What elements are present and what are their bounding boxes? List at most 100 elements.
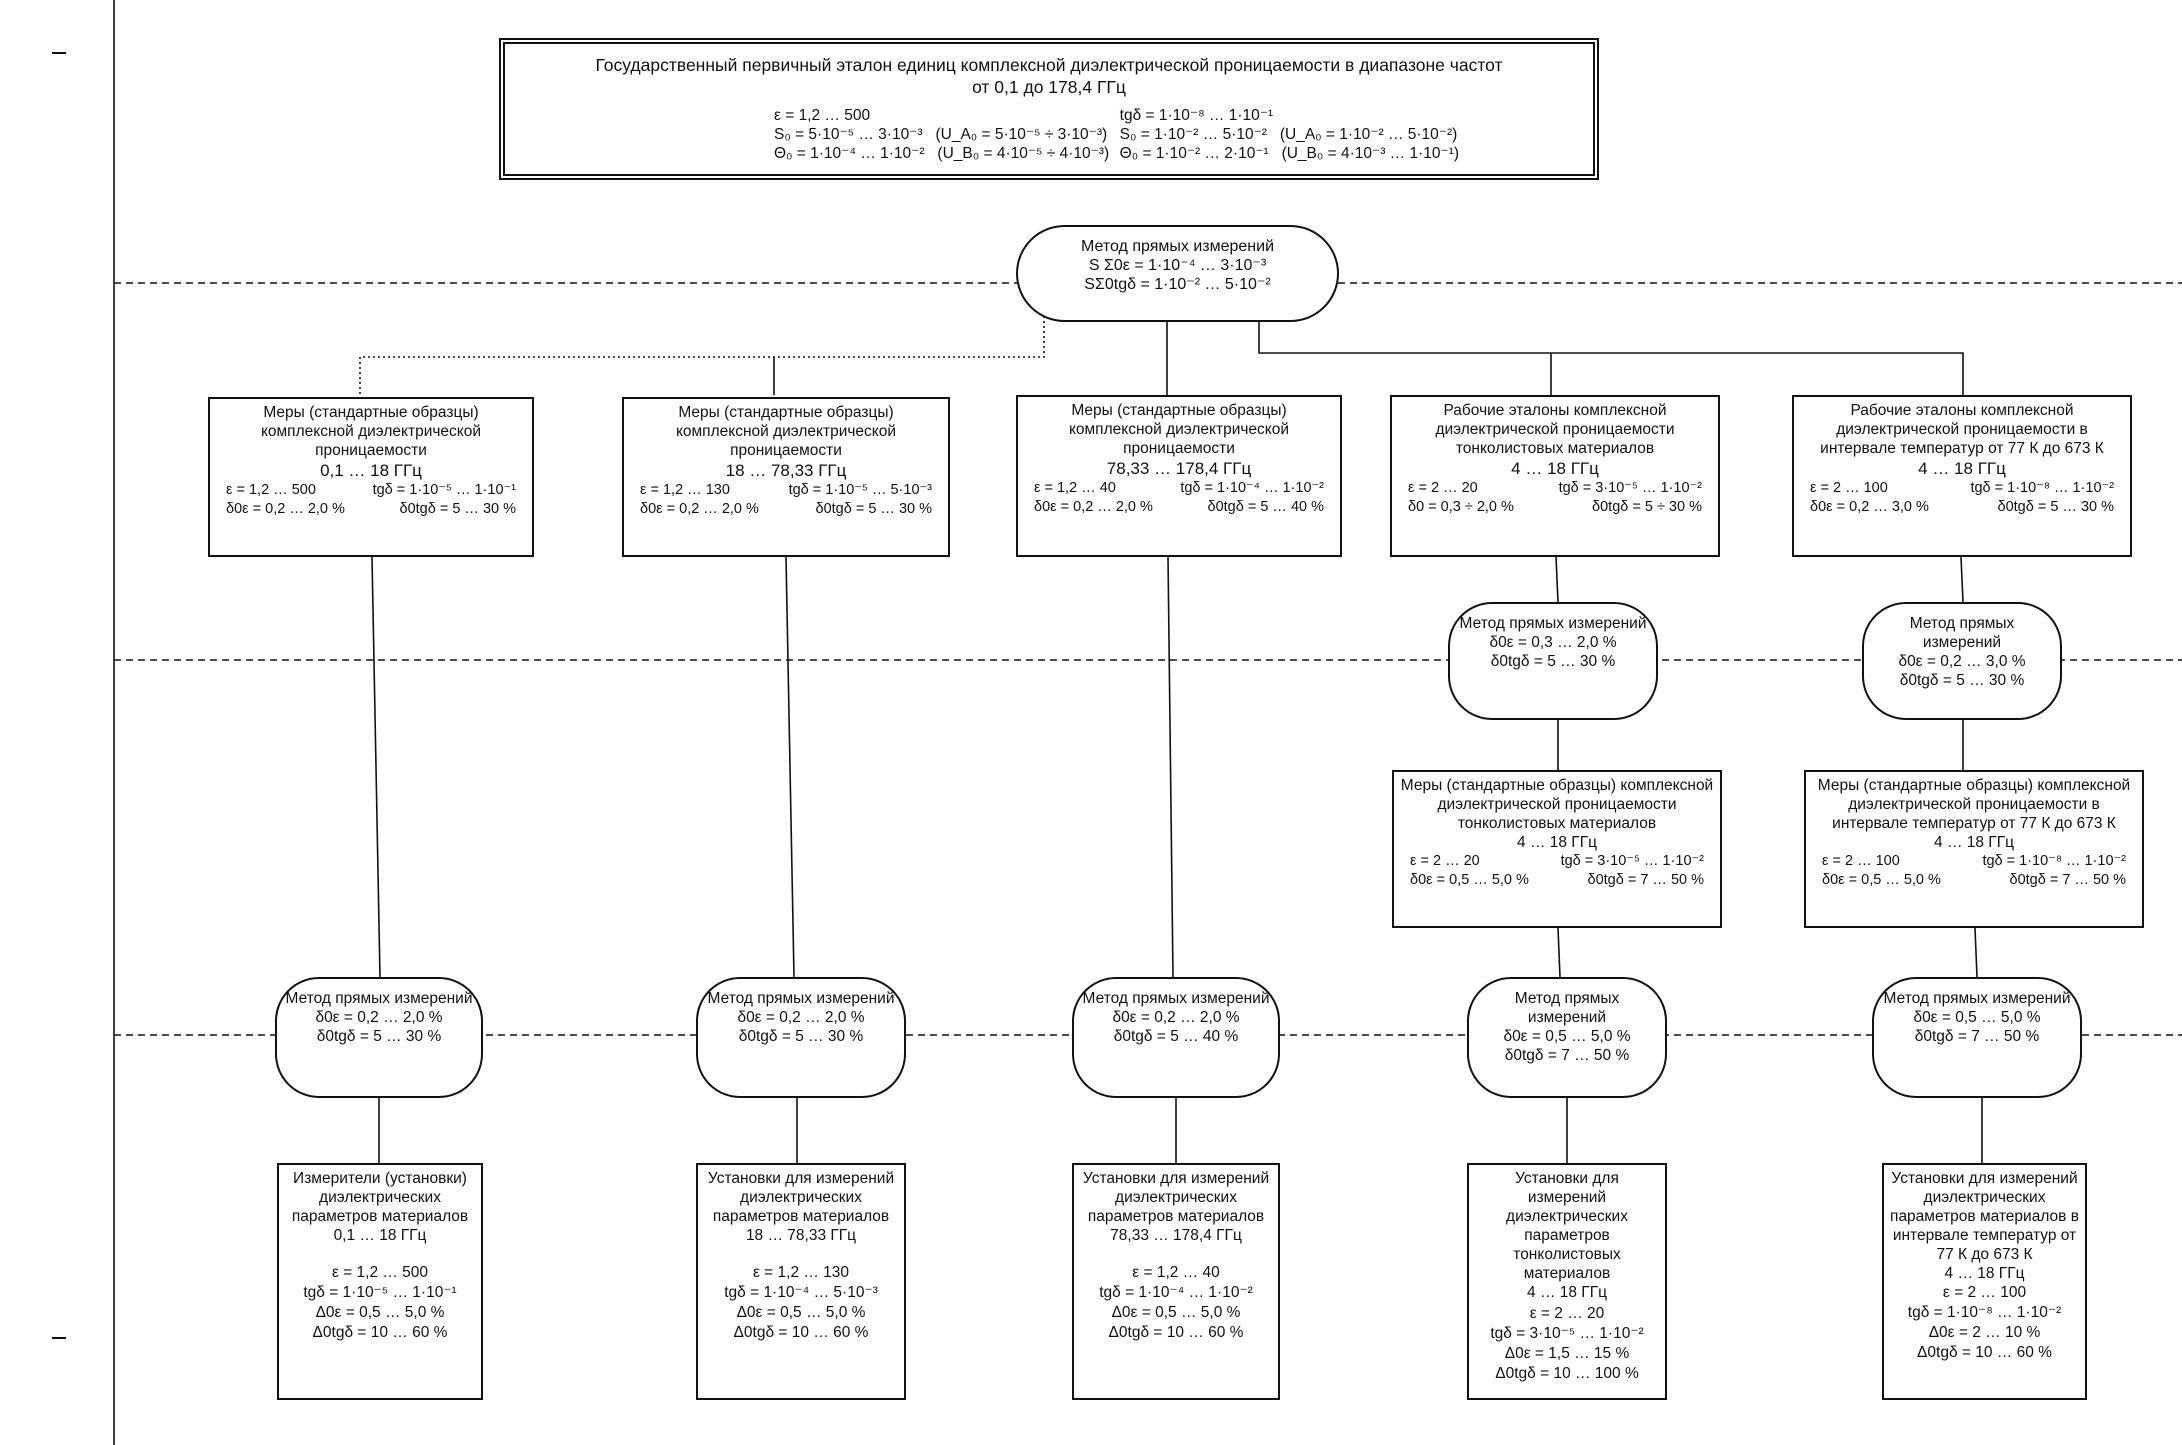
box-frequency-range: 18 … 78,33 ГГц bbox=[725, 461, 847, 480]
method-param-1: δ0ε = 0,2 … 2,0 % bbox=[1112, 1009, 1240, 1026]
method-node: Метод прямых измерений δ0ε = 0,5 … 5,0 %… bbox=[1872, 977, 2082, 1098]
connector bbox=[1960, 556, 1964, 603]
method-param-2: δ0tgδ = 5 … 40 % bbox=[1113, 1028, 1239, 1045]
method-node: Метод прямых измерений δ0ε = 0,2 … 2,0 %… bbox=[275, 977, 483, 1098]
param-eps: ε = 1,2 … 40 bbox=[1132, 1264, 1220, 1281]
method-param-2: δ0tgδ = 5 … 30 % bbox=[1899, 672, 2025, 689]
param-eps: ε = 2 … 20 bbox=[1408, 480, 1478, 496]
param-s0-uncertainty: (U_A₀ = 5·10⁻⁵ ÷ 3·10⁻³) bbox=[935, 126, 1108, 143]
instrument-box: Установки для измерений диэлектрических … bbox=[1072, 1163, 1280, 1400]
param-error-tg: Δ0tgδ = 10 … 60 % bbox=[733, 1324, 869, 1341]
instrument-box: Измерители (установки) диэлектрических п… bbox=[277, 1163, 483, 1400]
instrument-box: Установки для измерений диэлектрических … bbox=[696, 1163, 906, 1400]
method-param-2: δ0tgδ = 5 … 30 % bbox=[316, 1028, 442, 1045]
param-delta-tg: δ0tgδ = 5 ÷ 30 % bbox=[1592, 499, 1702, 515]
param-delta-eps: δ0ε = 0,5 … 5,0 % bbox=[1410, 872, 1529, 888]
margin-mark bbox=[52, 52, 66, 54]
param-theta0-uncertainty: (U_B₀ = 4·10⁻³ … 1·10⁻¹) bbox=[1281, 145, 1459, 162]
param-error-tg: Δ0tgδ = 10 … 60 % bbox=[1108, 1324, 1244, 1341]
box-frequency-range: 18 … 78,33 ГГц bbox=[745, 1227, 857, 1244]
param-s0-value: S₀ = 5·10⁻⁵ … 3·10⁻³ bbox=[774, 126, 923, 143]
box-param-row: δ0ε = 0,2 … 3,0 % δ0tgδ = 5 … 30 % bbox=[1800, 498, 2124, 517]
working-standard-box: Рабочие эталоны комплексной диэлектричес… bbox=[1792, 395, 2132, 557]
method-param-1: δ0ε = 0,3 … 2,0 % bbox=[1489, 634, 1617, 651]
box-heading: Меры (стандартные образцы) комплексной д… bbox=[1068, 402, 1290, 457]
box-frequency-range: 4 … 18 ГГц bbox=[1944, 1265, 2025, 1282]
param-eps: ε = 1,2 … 130 bbox=[752, 1264, 850, 1281]
reference-measures-box: Меры (стандартные образцы) комплексной д… bbox=[1016, 395, 1342, 557]
box-frequency-range: 4 … 18 ГГц bbox=[1934, 834, 2014, 851]
param-s0-value: S₀ = 1·10⁻² … 5·10⁻² bbox=[1119, 126, 1267, 143]
box-param-row: ε = 2 … 20 tgδ = 3·10⁻⁵ … 1·10⁻² bbox=[1398, 479, 1712, 498]
param-theta0-value: Θ₀ = 1·10⁻² … 2·10⁻¹ bbox=[1119, 145, 1269, 162]
method-node: Метод прямых измерений δ0ε = 0,2 … 3,0 %… bbox=[1862, 602, 2062, 720]
connector bbox=[371, 556, 381, 978]
param-s0: S₀ = 1·10⁻² … 5·10⁻² (U_A₀ = 1·10⁻² … 5·… bbox=[1120, 125, 1459, 144]
instrument-box: Установки для измерений диэлектрических … bbox=[1467, 1163, 1667, 1400]
param-theta0: Θ₀ = 1·10⁻² … 2·10⁻¹ (U_B₀ = 4·10⁻³ … 1·… bbox=[1120, 144, 1459, 163]
box-heading: Рабочие эталоны комплексной диэлектричес… bbox=[1435, 402, 1675, 457]
method-node: Метод прямых измерений δ0ε = 0,2 … 2,0 %… bbox=[1072, 977, 1280, 1098]
param-s0: S₀ = 5·10⁻⁵ … 3·10⁻³ (U_A₀ = 5·10⁻⁵ ÷ 3·… bbox=[774, 125, 1109, 144]
primary-standard-eps-column: ε = 1,2 … 500 S₀ = 5·10⁻⁵ … 3·10⁻³ (U_A₀… bbox=[774, 106, 1109, 163]
primary-standard-params: ε = 1,2 … 500 S₀ = 5·10⁻⁵ … 3·10⁻³ (U_A₀… bbox=[519, 98, 1579, 163]
param-eps: ε = 2 … 20 bbox=[1410, 853, 1480, 869]
reference-measures-box: Меры (стандартные образцы) комплексной д… bbox=[1392, 770, 1722, 928]
param-error-eps: Δ0ε = 1,5 … 15 % bbox=[1504, 1345, 1630, 1362]
param-tg: tgδ = 1·10⁻⁴ … 1·10⁻² bbox=[1180, 480, 1324, 496]
method-title: Метод прямых измерений bbox=[1909, 615, 2015, 651]
box-param-row: δ0ε = 0,2 … 2,0 %δ0tgδ = 5 … 40 % bbox=[1024, 498, 1334, 517]
method-param-2: δ0tgδ = 5 … 30 % bbox=[738, 1028, 864, 1045]
param-eps: ε = 1,2 … 500 bbox=[331, 1264, 429, 1281]
instrument-params: ε = 1,2 … 40 tgδ = 1·10⁻⁴ … 1·10⁻² Δ0ε =… bbox=[1080, 1263, 1272, 1343]
param-error-eps: Δ0ε = 2 … 10 % bbox=[1928, 1324, 2041, 1341]
param-eps: ε = 2 … 20 bbox=[1529, 1305, 1605, 1322]
method-param-2: δ0tgδ = 7 … 50 % bbox=[1504, 1047, 1630, 1064]
method-param-1: S Σ0ε = 1·10⁻⁴ … 3·10⁻³ bbox=[1088, 257, 1267, 274]
box-frequency-range: 4 … 18 ГГц bbox=[1527, 1284, 1607, 1301]
param-error-tg: Δ0tgδ = 10 … 60 % bbox=[1917, 1344, 2052, 1361]
param-delta-tg: δ0tgδ = 5 … 30 % bbox=[815, 501, 933, 517]
box-frequency-range: 0,1 … 18 ГГц bbox=[320, 461, 422, 480]
param-theta0-value: Θ₀ = 1·10⁻⁴ … 1·10⁻² bbox=[774, 145, 925, 162]
param-delta-eps: δ0ε = 0,2 … 3,0 % bbox=[1810, 499, 1929, 515]
connector bbox=[1974, 927, 1978, 978]
box-heading: Меры (стандартные образцы) комплексной д… bbox=[1817, 777, 2131, 832]
box-param-row: δ0ε = 0,2 … 2,0 %δ0tgδ = 5 … 30 % bbox=[216, 500, 526, 519]
method-param-1: δ0ε = 0,5 … 5,0 % bbox=[1503, 1028, 1631, 1045]
param-error-eps: Δ0ε = 0,5 … 5,0 % bbox=[1111, 1304, 1241, 1321]
param-eps: ε = 1,2 … 40 bbox=[1034, 480, 1116, 496]
param-delta-eps: δ0 = 0,3 ÷ 2,0 % bbox=[1408, 499, 1514, 515]
box-heading: Меры (стандартные образцы) комплексной д… bbox=[675, 404, 897, 459]
method-param-1: δ0ε = 0,2 … 3,0 % bbox=[1898, 653, 2026, 670]
param-eps: ε = 1,2 … 130 bbox=[640, 482, 730, 498]
method-node: Метод прямых измерений δ0ε = 0,5 … 5,0 %… bbox=[1467, 977, 1667, 1098]
connector bbox=[1258, 306, 1964, 395]
connector bbox=[1555, 556, 1559, 603]
method-title: Метод прямых измерений bbox=[1883, 990, 2071, 1007]
connector bbox=[359, 306, 1045, 398]
param-theta0-uncertainty: (U_B₀ = 4·10⁻⁵ ÷ 4·10⁻³) bbox=[937, 145, 1110, 162]
param-delta-eps: δ0ε = 0,5 … 5,0 % bbox=[1822, 872, 1941, 888]
reference-measures-box: Меры (стандартные образцы) комплексной д… bbox=[1804, 770, 2144, 928]
box-param-row: ε = 1,2 … 40 tgδ = 1·10⁻⁴ … 1·10⁻² bbox=[1024, 479, 1334, 498]
box-param-row: δ0ε = 0,2 … 2,0 %δ0tgδ = 5 … 30 % bbox=[630, 500, 942, 519]
reference-measures-box: Меры (стандартные образцы) комплексной д… bbox=[622, 397, 950, 557]
root-method-node: Метод прямых измерений S Σ0ε = 1·10⁻⁴ … … bbox=[1016, 225, 1339, 322]
param-error-eps: Δ0ε = 0,5 … 5,0 % bbox=[736, 1304, 866, 1321]
param-tg: tgδ = 1·10⁻⁸ … 1·10⁻¹ bbox=[1119, 107, 1274, 124]
instrument-params: ε = 2 … 100 tgδ = 1·10⁻⁸ … 1·10⁻² Δ0ε = … bbox=[1890, 1283, 2079, 1363]
instrument-box: Установки для измерений диэлектрических … bbox=[1882, 1163, 2087, 1400]
method-param-1: δ0ε = 0,2 … 2,0 % bbox=[315, 1009, 443, 1026]
param-tg: tgδ = 3·10⁻⁵ … 1·10⁻² bbox=[1558, 480, 1702, 496]
method-title: Метод прямых измерений bbox=[1080, 238, 1275, 255]
method-title: Метод прямых измерений bbox=[285, 990, 473, 1007]
param-delta-tg: δ0tgδ = 5 … 30 % bbox=[1997, 499, 2115, 515]
box-param-row: δ0ε = 0,5 … 5,0 %δ0tgδ = 7 … 50 % bbox=[1400, 871, 1714, 890]
param-eps: ε = 1,2 … 500 bbox=[226, 482, 316, 498]
method-param-2: δ0tgδ = 5 … 30 % bbox=[1490, 653, 1616, 670]
method-title: Метод прямых измерений bbox=[1459, 615, 1647, 632]
box-heading: Установки для измерений диэлектрических … bbox=[1506, 1170, 1628, 1282]
